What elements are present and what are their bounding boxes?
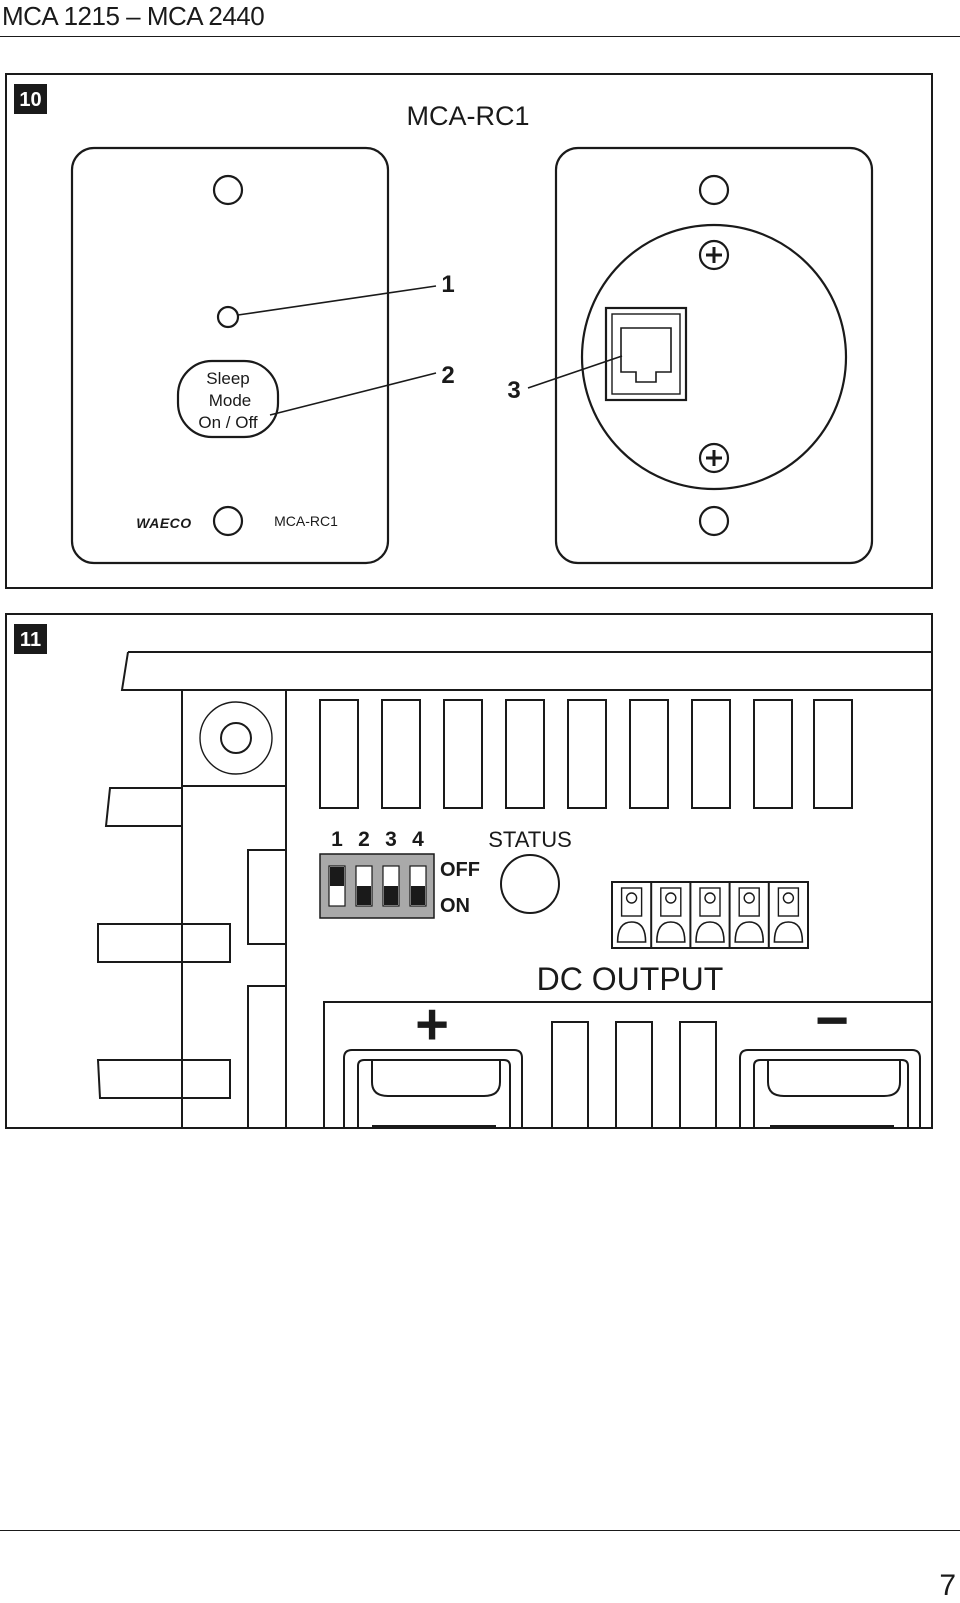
terminal-wire-entry: [734, 921, 765, 943]
footer-rule: [0, 1530, 960, 1531]
output-terminal-block: [611, 881, 809, 949]
minus-symbol: −: [815, 988, 849, 1053]
header-rule: [0, 36, 960, 37]
dip-number-4: 4: [412, 828, 424, 851]
terminal-wire-entry: [655, 921, 686, 943]
back-screw-hole-top: [698, 174, 730, 206]
minus-terminal: [739, 1049, 921, 1128]
plus-terminal: [343, 1049, 523, 1128]
back-screw-top: [698, 239, 730, 271]
status-led: [500, 854, 560, 914]
figure-11-number: 11: [20, 629, 41, 651]
output-slot-2: [615, 1021, 653, 1128]
figure-11-badge: [14, 624, 47, 654]
dc-output-label: DC OUTPUT: [537, 961, 724, 997]
terminal-screw: [625, 892, 638, 904]
sleep-mode-label-line2: Mode: [209, 391, 252, 410]
plus-symbol: +: [415, 992, 449, 1057]
front-screw-hole-top: [212, 174, 244, 206]
figure-11-frame: [5, 613, 933, 1129]
figure-10: 10 MCA-RC1 Sleep Mode On / Off WAECO MCA…: [5, 73, 933, 589]
output-slot-1: [551, 1021, 589, 1128]
dip-number-1: 1: [331, 828, 343, 851]
cooling-vents: [319, 699, 853, 809]
figure-10-title: MCA-RC1: [406, 101, 529, 131]
rj-connector-inner: [611, 313, 681, 395]
dip-switch-lever-4: [411, 886, 425, 905]
terminal-clamp: [620, 887, 643, 917]
page-header-title: MCA 1215 – MCA 2440: [2, 1, 265, 31]
callout-1-line: [237, 285, 437, 316]
side-tab-2: [97, 923, 231, 963]
sleep-mode-label-line3: On / Off: [198, 413, 257, 432]
sleep-mode-label-line1: Sleep: [206, 369, 249, 388]
terminal-wire-entry: [773, 921, 804, 943]
figure-10-number: 10: [19, 89, 41, 111]
dip-switch-lever-3: [384, 886, 398, 905]
figure-10-frame: [5, 73, 933, 589]
side-tab-3: [96, 1059, 231, 1099]
callout-1: 1: [441, 271, 454, 298]
back-screw-bottom: [698, 442, 730, 474]
sleep-mode-button: [176, 359, 280, 439]
vertical-slot-1: [247, 849, 287, 945]
status-label: STATUS: [488, 827, 572, 852]
terminal-wire-entry: [695, 921, 725, 943]
dip-number-2: 2: [358, 828, 370, 851]
dip-switch-block: 1 2 3 4 OFF ON: [319, 828, 480, 919]
terminal-screw: [665, 892, 677, 904]
back-round-housing: [580, 223, 848, 491]
terminal-clamp: [660, 887, 682, 917]
mount-hole: [220, 722, 252, 754]
terminal-wire-entry: [616, 921, 647, 943]
side-tab-1: [104, 787, 183, 827]
figure-11: 11: [5, 613, 933, 1129]
mount-ring: [199, 701, 273, 775]
terminal-screw: [743, 892, 755, 904]
terminal-clamp: [699, 887, 721, 917]
dip-switch-lever-1: [330, 867, 344, 886]
terminal-clamp: [777, 887, 800, 917]
callout-3-line: [527, 355, 623, 389]
back-plate: [554, 146, 874, 565]
terminal-screw: [704, 892, 716, 904]
dc-output-housing: [323, 1001, 932, 1128]
front-screw-hole-bottom: [212, 505, 244, 537]
terminal-screw: [782, 892, 795, 904]
callout-2: 2: [441, 362, 454, 389]
vertical-slot-2: [247, 985, 287, 1128]
terminal-clamp: [738, 887, 760, 917]
front-plate: [70, 146, 390, 565]
front-model-label: MCA-RC1: [274, 513, 338, 529]
output-slot-3: [679, 1021, 717, 1128]
rj-socket: [620, 327, 672, 383]
housing-top-bar: [120, 651, 932, 691]
rj-connector-outer: [604, 306, 688, 402]
dip-on-label: ON: [440, 895, 470, 917]
page-number: 7: [939, 1569, 956, 1602]
waeco-logo: WAECO: [136, 515, 191, 531]
dip-switch-lever-2: [357, 886, 371, 905]
callout-3: 3: [507, 377, 520, 404]
status-led-indicator: [216, 305, 240, 329]
figure-10-badge: [14, 84, 47, 114]
back-screw-hole-bottom: [698, 505, 730, 537]
dip-off-label: OFF: [440, 859, 480, 881]
callout-2-line: [269, 372, 437, 416]
mount-block: [181, 689, 287, 787]
dip-number-3: 3: [385, 828, 397, 851]
